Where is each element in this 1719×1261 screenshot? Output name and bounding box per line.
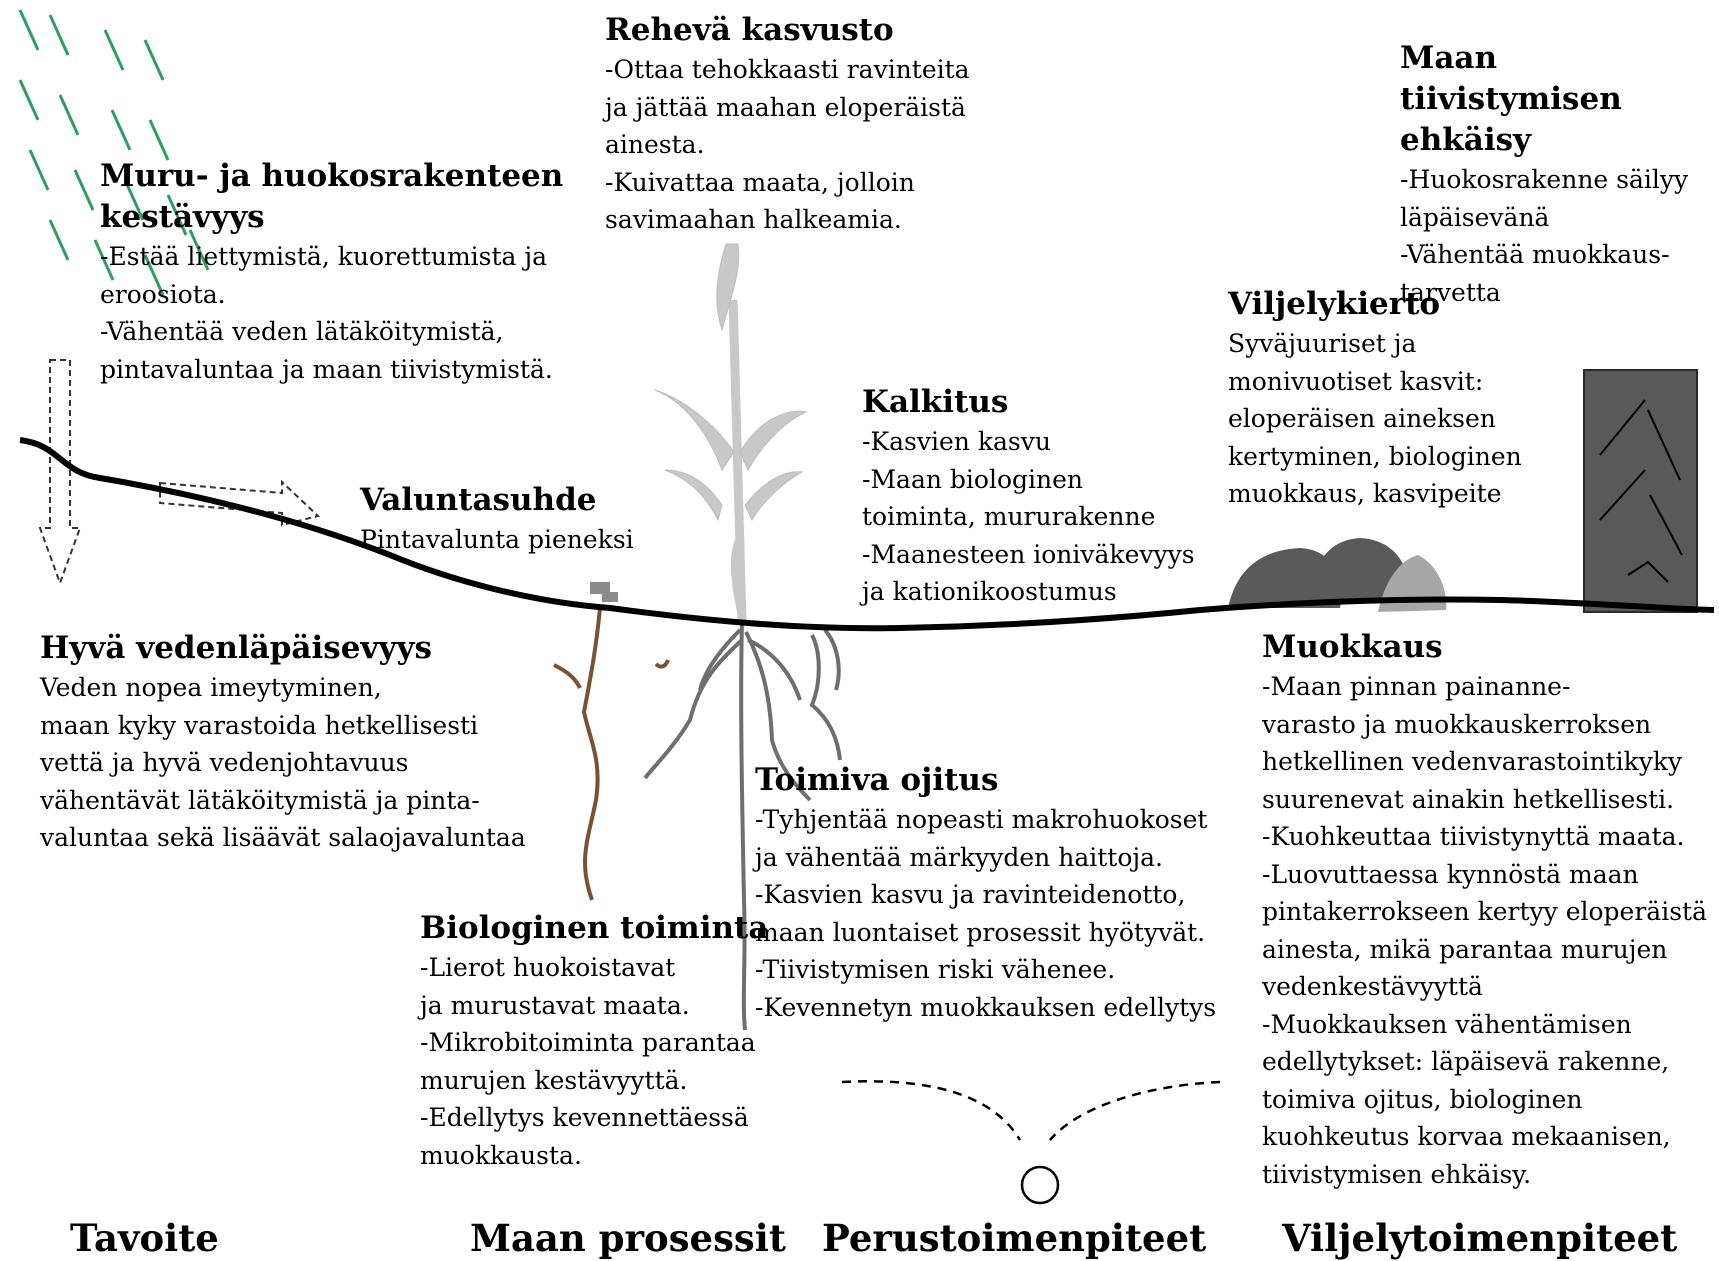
block-biologinen: Biologinen toiminta -Lierot huokoistavat…	[420, 908, 768, 1174]
block-kalkitus-line: ja kationikoostumus	[862, 573, 1195, 611]
block-viljelykierto-line: monivuotiset kasvit:	[1228, 363, 1522, 401]
block-muokkaus-line: suurenevat ainakin hetkellisesti.	[1262, 781, 1707, 819]
block-reheva-line: savimaahan halkeamia.	[605, 201, 970, 239]
block-muokkaus-line: ainesta, mikä parantaa murujen	[1262, 931, 1707, 969]
block-muokkaus-line: -Luovuttaessa kynnöstä maan	[1262, 856, 1707, 894]
block-biologinen-title: Biologinen toiminta	[420, 908, 768, 949]
block-viljelykierto-title: Viljelykierto	[1228, 284, 1522, 325]
block-valunta: Valuntasuhde Pintavalunta pieneksi	[360, 480, 634, 559]
block-vedenlapaisevyys-line: maan kyky varastoida hetkellisesti	[40, 707, 526, 745]
block-biologinen-line: -Edellytys kevennettäessä	[420, 1099, 768, 1137]
rain-streak	[50, 15, 68, 55]
block-ojitus-line: ja vähentää märkyyden haittoja.	[755, 839, 1216, 877]
block-kalkitus-line: toiminta, mururakenne	[862, 498, 1195, 536]
block-muru-line: -Estää liettymistä, kuorettumista ja	[100, 238, 563, 276]
block-reheva: Rehevä kasvusto -Ottaa tehokkaasti ravin…	[605, 10, 970, 239]
block-reheva-line: -Kuivattaa maata, jolloin	[605, 164, 970, 202]
block-viljelykierto: Viljelykierto Syväjuuriset ja monivuotis…	[1228, 284, 1522, 513]
block-muokkaus-line: vedenkestävyyttä	[1262, 968, 1707, 1006]
rain-streak	[50, 220, 68, 260]
block-muokkaus-line: hetkellinen vedenvarastointikyky	[1262, 743, 1707, 781]
block-tiivistyminen-line: -Vähentää muokkaus-	[1400, 236, 1719, 274]
block-muokkaus-line: varasto ja muokkauskerroksen	[1262, 706, 1707, 744]
block-ojitus-title: Toimiva ojitus	[755, 760, 1216, 801]
rain-streak	[105, 30, 123, 70]
block-muokkaus-line: kuohkeutus korvaa mekaanisen,	[1262, 1118, 1707, 1156]
block-biologinen-line: muokkausta.	[420, 1137, 768, 1175]
block-biologinen-line: murujen kestävyyttä.	[420, 1062, 768, 1100]
block-muokkaus-line: tiivistymisen ehkäisy.	[1262, 1156, 1707, 1194]
block-biologinen-line: ja murustavat maata.	[420, 987, 768, 1025]
rain-streak	[60, 95, 78, 135]
rain-streak	[20, 10, 38, 50]
block-vedenlapaisevyys-line: Veden nopea imeytyminen,	[40, 669, 526, 707]
block-muru-line: eroosiota.	[100, 276, 563, 314]
block-muokkaus-line: -Maan pinnan painanne-	[1262, 668, 1707, 706]
runoff-arrow-icon	[160, 482, 318, 525]
block-vedenlapaisevyys-line: vettä ja hyvä vedenjohtavuus	[40, 744, 526, 782]
block-reheva-line: ainesta.	[605, 126, 970, 164]
block-muokkaus-line: toimiva ojitus, biologinen	[1262, 1081, 1707, 1119]
block-ojitus-line: -Kevennetyn muokkauksen edellytys	[755, 989, 1216, 1027]
block-muru-title: Muru- ja huokosrakenteen kestävyys	[100, 156, 563, 238]
block-viljelykierto-line: eloperäisen aineksen	[1228, 400, 1522, 438]
block-vedenlapaisevyys-line: vähentävät lätäköitymistä ja pinta-	[40, 782, 526, 820]
block-muru-line: -Vähentää veden lätäköitymistä,	[100, 313, 563, 351]
drain-pipe-icon	[842, 1081, 1220, 1203]
block-tiivistyminen-line: -Huokosrakenne säilyy	[1400, 161, 1719, 199]
block-muokkaus-line: pintakerrokseen kertyy eloperäistä	[1262, 893, 1707, 931]
block-valunta-title: Valuntasuhde	[360, 480, 634, 521]
rain-streak	[75, 170, 93, 210]
block-ojitus-line: -Kasvien kasvu ja ravinteidenotto,	[755, 876, 1216, 914]
block-muokkaus-line: edellytykset: läpäisevä rakenne,	[1262, 1043, 1707, 1081]
block-tiivistyminen-line: läpäisevänä	[1400, 199, 1719, 237]
block-viljelykierto-line: Syväjuuriset ja	[1228, 325, 1522, 363]
label-viljelytoimenpiteet: Viljelytoimenpiteet	[1282, 1216, 1677, 1260]
label-perustoimenpiteet: Perustoimenpiteet	[822, 1216, 1206, 1260]
block-tiivistyminen-title: Maan tiivistymisen ehkäisy	[1400, 38, 1719, 161]
block-muru-line: pintavaluntaa ja maan tiivistymistä.	[100, 351, 563, 389]
block-reheva-title: Rehevä kasvusto	[605, 10, 970, 51]
block-viljelykierto-line: muokkaus, kasvipeite	[1228, 475, 1522, 513]
block-vedenlapaisevyys-line: valuntaa sekä lisäävät salaojavaluntaa	[40, 819, 526, 857]
plant-icon	[655, 244, 806, 620]
block-ojitus-line: -Tiivistymisen riski vähenee.	[755, 951, 1216, 989]
block-kalkitus-line: -Maan biologinen	[862, 461, 1195, 499]
block-muokkaus-title: Muokkaus	[1262, 627, 1707, 668]
rain-streak	[20, 80, 38, 120]
rain-streak	[150, 120, 168, 160]
rain-streak	[112, 110, 130, 150]
block-ojitus: Toimiva ojitus -Tyhjentää nopeasti makro…	[755, 760, 1216, 1026]
block-kalkitus-line: -Kasvien kasvu	[862, 423, 1195, 461]
block-viljelykierto-line: kertyminen, biologinen	[1228, 438, 1522, 476]
block-biologinen-line: -Lierot huokoistavat	[420, 949, 768, 987]
block-biologinen-line: -Mikrobitoiminta parantaa	[420, 1024, 768, 1062]
block-muokkaus-line: -Kuohkeuttaa tiivistynyttä maata.	[1262, 818, 1707, 856]
block-tiivistyminen: Maan tiivistymisen ehkäisy -Huokosrakenn…	[1400, 38, 1719, 311]
label-maan-prosessit: Maan prosessit	[470, 1216, 786, 1260]
rain-streak	[30, 150, 48, 190]
block-valunta-line: Pintavalunta pieneksi	[360, 521, 634, 559]
block-kalkitus-line: -Maanesteen ioniväkevyys	[862, 536, 1195, 574]
block-muokkaus-line: -Muokkauksen vähentämisen	[1262, 1006, 1707, 1044]
block-muokkaus: Muokkaus -Maan pinnan painanne- varasto …	[1262, 627, 1707, 1193]
bale-icon	[1584, 370, 1697, 612]
earthworm-icon	[554, 582, 668, 900]
block-ojitus-line: -Tyhjentää nopeasti makrohuokoset	[755, 801, 1216, 839]
block-muru: Muru- ja huokosrakenteen kestävyys -Estä…	[100, 156, 563, 388]
block-kalkitus-title: Kalkitus	[862, 382, 1195, 423]
block-reheva-line: ja jättää maahan eloperäistä	[605, 89, 970, 127]
label-tavoite: Tavoite	[70, 1216, 219, 1260]
block-kalkitus: Kalkitus -Kasvien kasvu -Maan biologinen…	[862, 382, 1195, 611]
rain-streak	[145, 40, 163, 80]
block-vedenlapaisevyys: Hyvä vedenläpäisevyys Veden nopea imeyty…	[40, 628, 526, 857]
block-ojitus-line: maan luontaiset prosessit hyötyvät.	[755, 914, 1216, 952]
block-reheva-line: -Ottaa tehokkaasti ravinteita	[605, 51, 970, 89]
block-vedenlapaisevyys-title: Hyvä vedenläpäisevyys	[40, 628, 526, 669]
